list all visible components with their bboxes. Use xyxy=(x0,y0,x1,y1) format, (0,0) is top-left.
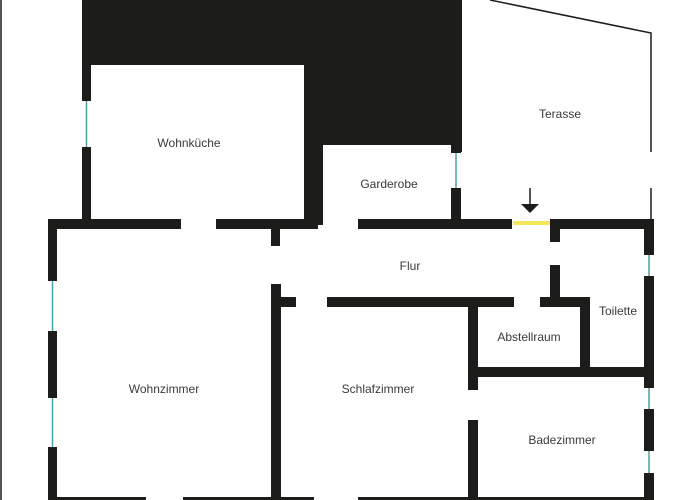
wall xyxy=(48,219,181,229)
room-label-schlafzimmer: Schlafzimmer xyxy=(341,382,415,396)
wall xyxy=(358,497,654,500)
room-label-abstellraum: Abstellraum xyxy=(497,330,561,344)
wall xyxy=(327,297,514,307)
wall xyxy=(540,297,590,307)
wall xyxy=(644,473,654,500)
terrace-outline xyxy=(489,0,652,152)
wall xyxy=(82,100,91,101)
wall xyxy=(281,297,296,307)
room-label-garderobe: Garderobe xyxy=(360,177,418,191)
wall xyxy=(183,497,314,500)
wall xyxy=(48,447,57,500)
room-label-wohnzimmer: Wohnzimmer xyxy=(128,382,200,396)
room-label-toilette: Toilette xyxy=(598,304,638,318)
wall xyxy=(48,331,57,398)
room-label-badezimmer: Badezimmer xyxy=(528,433,596,447)
wall xyxy=(82,147,91,221)
wall xyxy=(313,145,323,225)
room-label-flur: Flur xyxy=(399,259,421,273)
wall xyxy=(271,284,281,500)
room-label-wohnkueche: Wohnküche xyxy=(157,136,221,150)
wall xyxy=(580,297,590,367)
wall xyxy=(550,265,560,297)
wall xyxy=(644,276,654,388)
wall xyxy=(644,229,654,255)
wall xyxy=(550,229,560,242)
arrow-down-icon xyxy=(521,188,539,213)
neighbor-building-block xyxy=(82,0,462,152)
wall xyxy=(550,219,654,229)
wall xyxy=(48,497,146,500)
wall xyxy=(451,188,461,225)
wall xyxy=(304,65,313,225)
wall xyxy=(451,145,461,153)
wall xyxy=(468,307,478,390)
wall xyxy=(48,229,57,281)
wall xyxy=(358,219,512,229)
room-label-terasse: Terasse xyxy=(538,107,582,121)
wall xyxy=(271,229,280,246)
wall xyxy=(216,219,318,229)
wall xyxy=(468,420,478,500)
wall xyxy=(478,367,654,377)
wall xyxy=(644,409,654,451)
